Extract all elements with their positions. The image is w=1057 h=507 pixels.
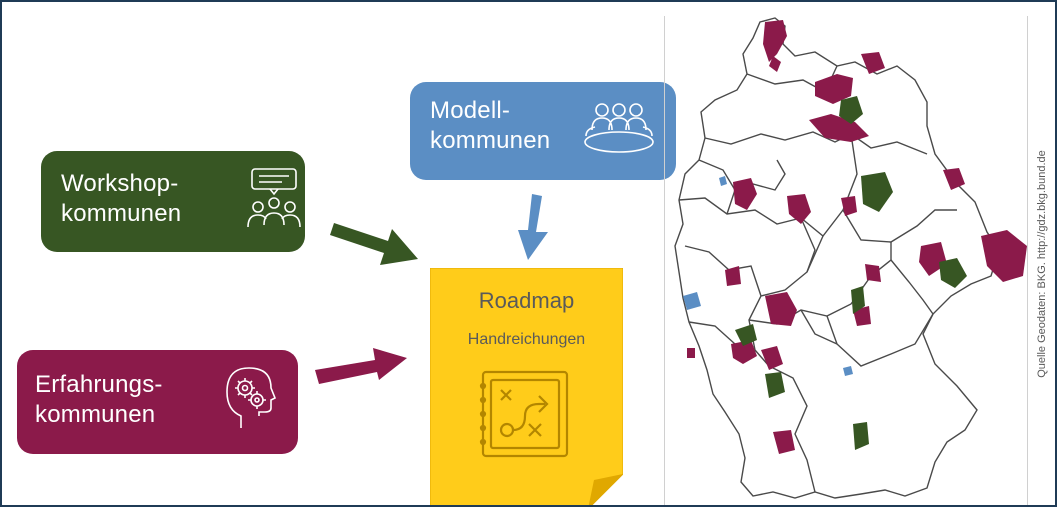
meeting-table-icon (584, 103, 654, 153)
region-modell (683, 292, 701, 310)
roadmap-subtitle: Handreichungen (467, 331, 586, 348)
workshop-kommunen-label: Workshop- kommunen (61, 169, 181, 229)
erfahrungs-kommunen-regions (687, 20, 1027, 454)
source-credit: Quelle Geodaten: BKG. http://gdz.bkg.bun… (1036, 150, 1048, 378)
region-workshop (939, 258, 967, 288)
region-erfahrung (809, 114, 869, 142)
region-workshop (765, 372, 785, 398)
arrow-workshop-to-roadmap (330, 223, 418, 265)
map-divider-right (1027, 16, 1028, 505)
roadmap-note: Roadmap Handreichungen (430, 268, 623, 505)
region-erfahrung (815, 74, 853, 104)
region-erfahrung (761, 346, 783, 370)
region-workshop (853, 422, 869, 450)
region-erfahrung (981, 230, 1027, 282)
sticky-note-shape (430, 268, 623, 505)
workshop-label-line2: kommunen (61, 200, 182, 227)
region-workshop (839, 96, 863, 124)
region-workshop (861, 172, 893, 212)
workshop-kommunen-regions (735, 96, 967, 450)
roadmap-title: Roadmap (478, 288, 575, 313)
strategy-plan-icon (479, 370, 569, 458)
region-erfahrung (769, 56, 781, 72)
head-gears-icon (226, 367, 277, 428)
workshop-label-line1: Workshop- (61, 170, 179, 197)
region-erfahrung (943, 168, 965, 190)
germany-outline (674, 17, 1000, 499)
region-erfahrung (787, 194, 811, 224)
modell-kommunen-label: Modell- kommunen (430, 96, 550, 156)
presentation-group-icon (247, 168, 301, 228)
modell-label-line1: Modell- (430, 97, 511, 124)
arrow-erfahrung-to-roadmap (315, 348, 407, 384)
erfahrungs-kommunen-label: Erfahrungs- kommunen (35, 370, 163, 430)
modell-kommunen-regions (683, 176, 853, 376)
region-erfahrung (731, 340, 757, 364)
region-erfahrung (841, 196, 857, 216)
region-erfahrung (725, 266, 741, 286)
region-workshop (735, 324, 757, 346)
modell-label-line2: kommunen (430, 127, 551, 154)
region-erfahrung (773, 430, 795, 454)
erfahrung-label-line2: kommunen (35, 401, 156, 428)
modell-kommunen-box: Modell- kommunen (410, 82, 676, 180)
region-modell (719, 176, 727, 186)
region-erfahrung (763, 20, 787, 62)
region-erfahrung (687, 348, 695, 358)
region-erfahrung (861, 52, 885, 74)
region-erfahrung (733, 178, 757, 210)
erfahrungs-kommunen-box: Erfahrungs- kommunen (17, 350, 298, 454)
region-erfahrung (765, 292, 797, 326)
workshop-kommunen-box: Workshop- kommunen (41, 151, 305, 252)
germany-map (674, 17, 1027, 499)
region-workshop (851, 286, 865, 314)
arrow-modell-to-roadmap (518, 194, 548, 260)
map-divider-left (664, 16, 665, 505)
region-modell (843, 366, 853, 376)
erfahrung-label-line1: Erfahrungs- (35, 371, 163, 398)
region-erfahrung (865, 264, 881, 282)
